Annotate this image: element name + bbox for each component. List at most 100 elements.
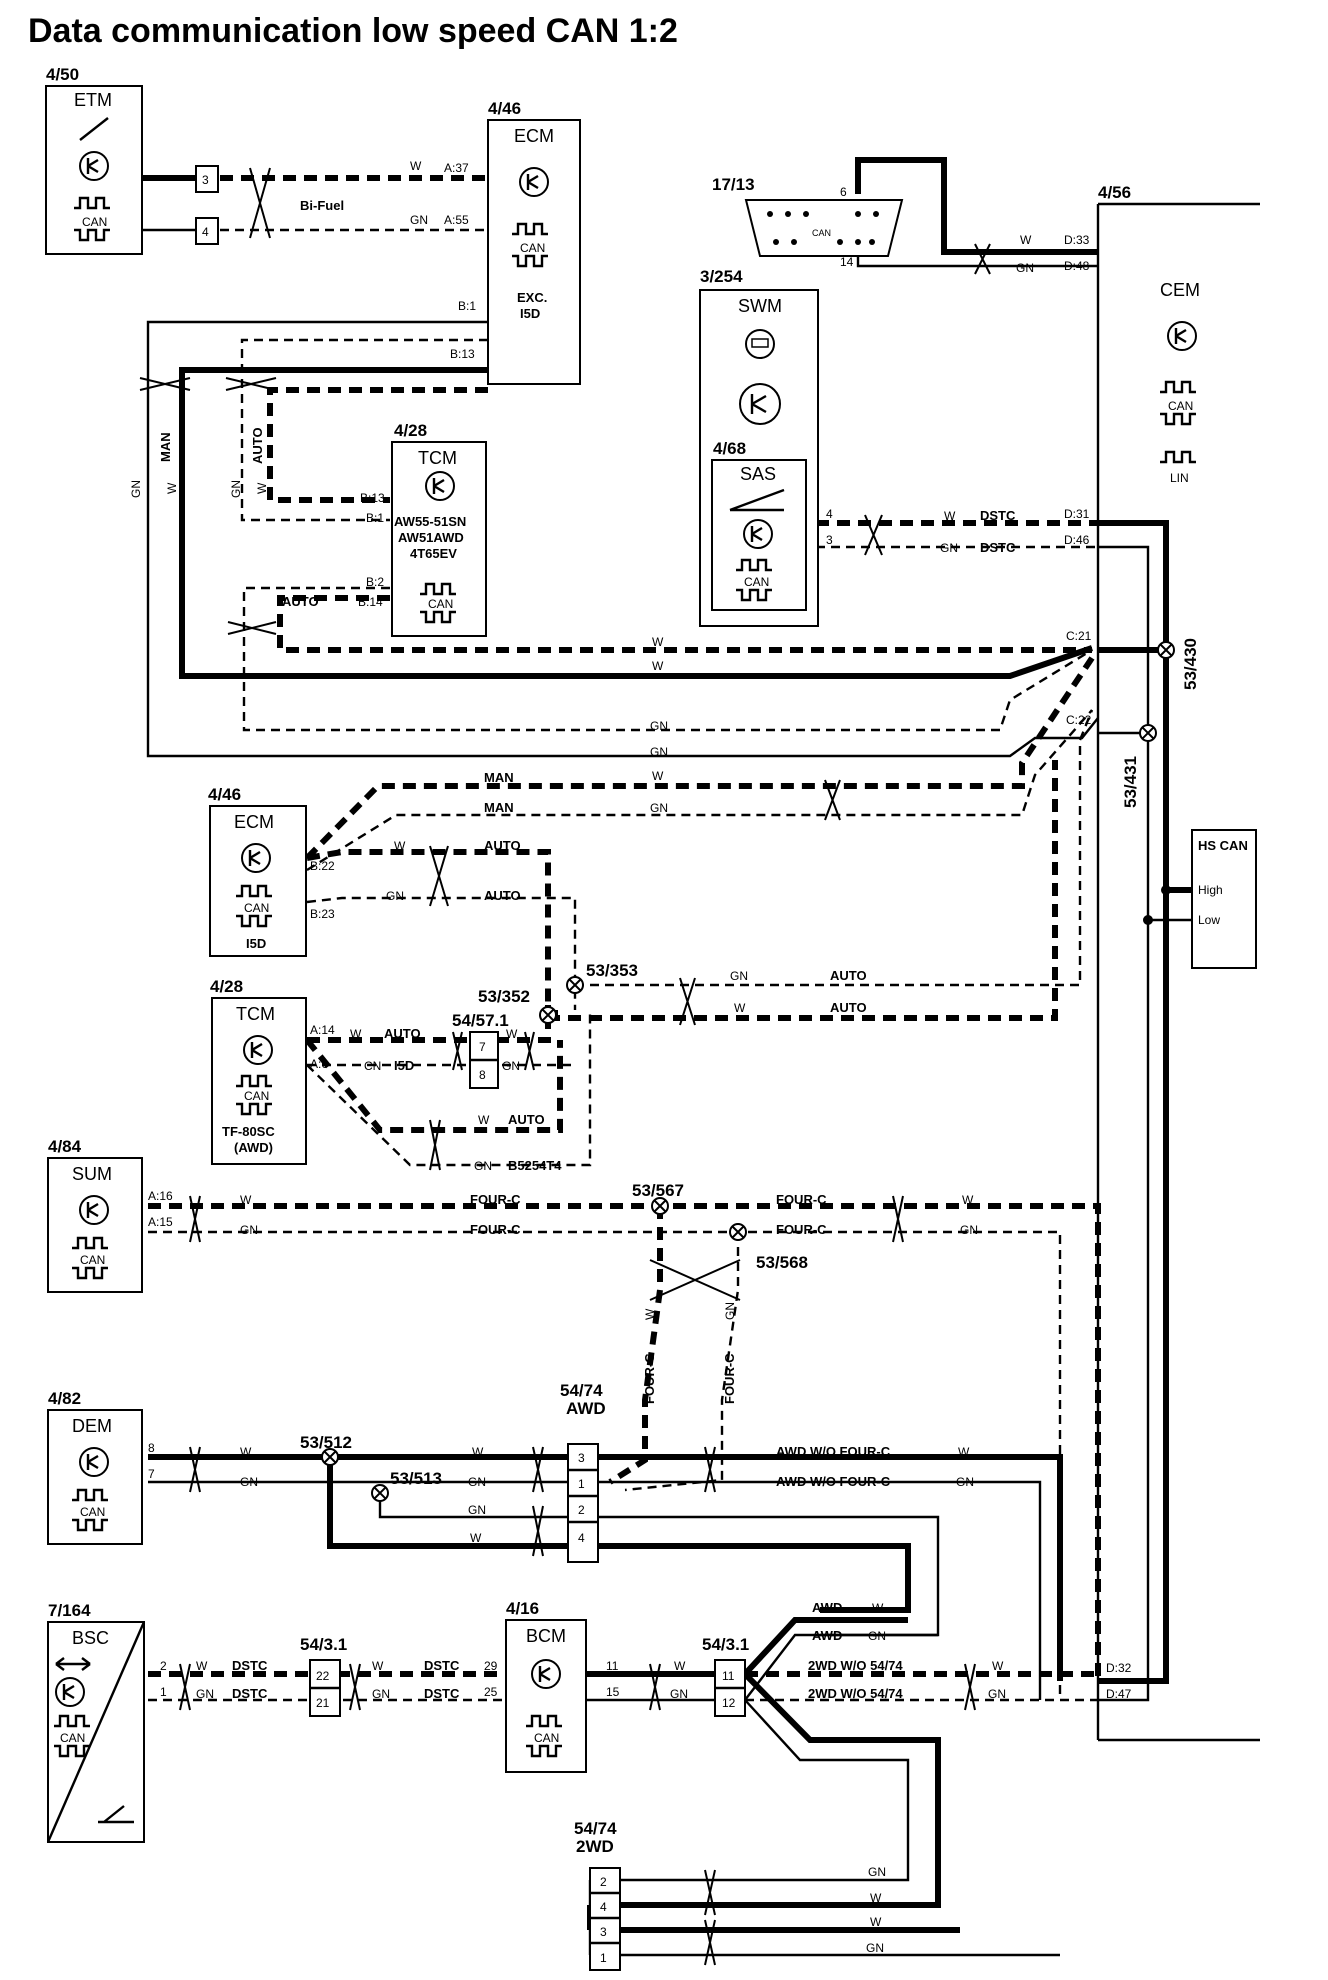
svg-text:AWD W/O FOUR-C: AWD W/O FOUR-C (776, 1444, 891, 1459)
svg-text:DSTC: DSTC (424, 1686, 460, 1701)
svg-text:GN: GN (240, 1223, 258, 1237)
module-ecm-mid: 4/46 ECM CAN I5D B:22 B:23 (208, 785, 335, 957)
ref-label: 4/46 (488, 99, 521, 118)
svg-text:AUTO: AUTO (282, 594, 319, 609)
ref-label: 4/68 (713, 439, 746, 458)
svg-text:W: W (372, 1659, 384, 1673)
variant-label: 2WD (576, 1837, 614, 1856)
pin-label: D:33 (1064, 233, 1090, 247)
pin-label: B:13 (360, 491, 385, 505)
pin-label: B:23 (310, 907, 335, 921)
svg-text:GN: GN (650, 801, 668, 815)
pin-label: A:37 (444, 161, 469, 175)
splice-label: 53/512 (300, 1433, 352, 1452)
module-bcm: 4/16 BCM CAN 29 25 11 15 (484, 1599, 620, 1773)
ref-label: 4/28 (394, 421, 427, 440)
svg-text:AUTO: AUTO (830, 968, 867, 983)
pin-label: D:47 (1106, 1687, 1132, 1701)
pin-label: 25 (484, 1685, 498, 1699)
pin-label: 6 (840, 185, 847, 199)
svg-text:GN: GN (468, 1503, 486, 1517)
module-name: TCM (236, 1004, 275, 1024)
svg-text:AWD: AWD (812, 1628, 842, 1643)
module-name: BCM (526, 1626, 566, 1646)
svg-text:DSTC: DSTC (980, 540, 1016, 555)
svg-text:GN: GN (1016, 261, 1034, 275)
pin-label: 11 (722, 1669, 735, 1683)
ref-label: 7/164 (48, 1601, 91, 1620)
svg-text:W: W (674, 1659, 686, 1673)
high-label: High (1198, 883, 1223, 897)
svg-text:GN: GN (386, 889, 404, 903)
connector-54-57-1: 54/57.1 7 8 (452, 1011, 509, 1089)
variant-label: AW51AWD (398, 530, 464, 545)
module-name: DEM (72, 1416, 112, 1436)
svg-text:GN: GN (866, 1941, 884, 1955)
module-name: BSC (72, 1628, 109, 1648)
pin-label: 4 (826, 507, 833, 521)
svg-text:W: W (472, 1445, 484, 1459)
can-label: CAN (80, 1253, 105, 1267)
variant-label: TF-80SC (222, 1124, 275, 1139)
pin-label: 8 (479, 1068, 486, 1082)
pin-label: 1 (578, 1477, 585, 1491)
pin-label: 29 (484, 1659, 498, 1673)
svg-text:GN: GN (650, 745, 668, 759)
module-name: SWM (738, 296, 782, 316)
pin-label: 14 (840, 255, 854, 269)
module-name: HS CAN (1198, 838, 1248, 853)
svg-text:GN: GN (410, 213, 428, 227)
can-label: CAN (244, 901, 269, 915)
pin-label: 15 (606, 1685, 620, 1699)
pin-label: 1 (160, 1685, 167, 1699)
splice-label: 53/431 (1121, 756, 1140, 808)
splice-label: 53/567 (632, 1181, 684, 1200)
pin-label: A:16 (148, 1189, 173, 1203)
module-name: SUM (72, 1164, 112, 1184)
transistor-icon (1167, 321, 1197, 351)
svg-text:GN: GN (650, 719, 668, 733)
pin-label: 11 (606, 1659, 619, 1673)
svg-text:DSTC: DSTC (980, 508, 1016, 523)
ref-label: 54/74 (574, 1819, 617, 1838)
splice-label: 53/430 (1181, 638, 1200, 690)
pin-label: B:1 (366, 511, 384, 525)
svg-text:W: W (1020, 233, 1032, 247)
svg-text:GN: GN (372, 1687, 390, 1701)
note-label: I5D (520, 306, 540, 321)
pin-label: 7 (148, 1467, 155, 1481)
module-bsc: 7/164 BSC CAN 2 1 (46, 1601, 167, 1843)
pin-label: 8 (148, 1441, 155, 1455)
can-label: CAN (244, 1089, 269, 1103)
svg-text:DSTC: DSTC (232, 1686, 268, 1701)
pin-label: 4 (202, 225, 209, 239)
svg-text:AUTO: AUTO (484, 838, 521, 853)
pin-label: B:1 (458, 299, 476, 313)
pin-label: 22 (316, 1669, 330, 1683)
wire-labels: W GN Bi-Fuel W GN GN W MAN GN W AUTO AUT… (129, 159, 1034, 1955)
low-label: Low (1198, 913, 1220, 927)
can-label: CAN (1168, 399, 1193, 413)
svg-text:W: W (165, 482, 179, 494)
pin-label: 3 (202, 173, 209, 187)
pin-label: B:2 (366, 575, 384, 589)
connector-54-74-awd: 54/74 AWD 3 1 2 4 (560, 1381, 606, 1563)
wires (143, 157, 1192, 1957)
svg-text:GN: GN (988, 1687, 1006, 1701)
svg-text:W: W (255, 482, 269, 494)
connector-54-3-1-right: 54/3.1 11 12 (702, 1635, 749, 1717)
module-sas: 4/68 SAS CAN 4 3 (711, 439, 833, 611)
module-ecm-top: 4/46 ECM CAN EXC. I5D A:37 A:55 B:1 B:13 (444, 99, 581, 385)
svg-text:GN: GN (229, 480, 243, 498)
pin-label: A:14 (310, 1023, 335, 1037)
svg-text:W: W (992, 1659, 1004, 1673)
transistor-icon (79, 151, 109, 181)
can-label: CAN (520, 241, 545, 255)
lin-label: LIN (1170, 471, 1189, 485)
pin-label: 3 (578, 1451, 585, 1465)
transistor-icon (79, 1195, 109, 1225)
svg-text:W: W (962, 1193, 974, 1207)
module-cem: 4/56 CEM CAN LIN D:33 D:48 D:31 D:46 C:2… (1064, 183, 1260, 1742)
pin-label: 1 (600, 1951, 607, 1965)
